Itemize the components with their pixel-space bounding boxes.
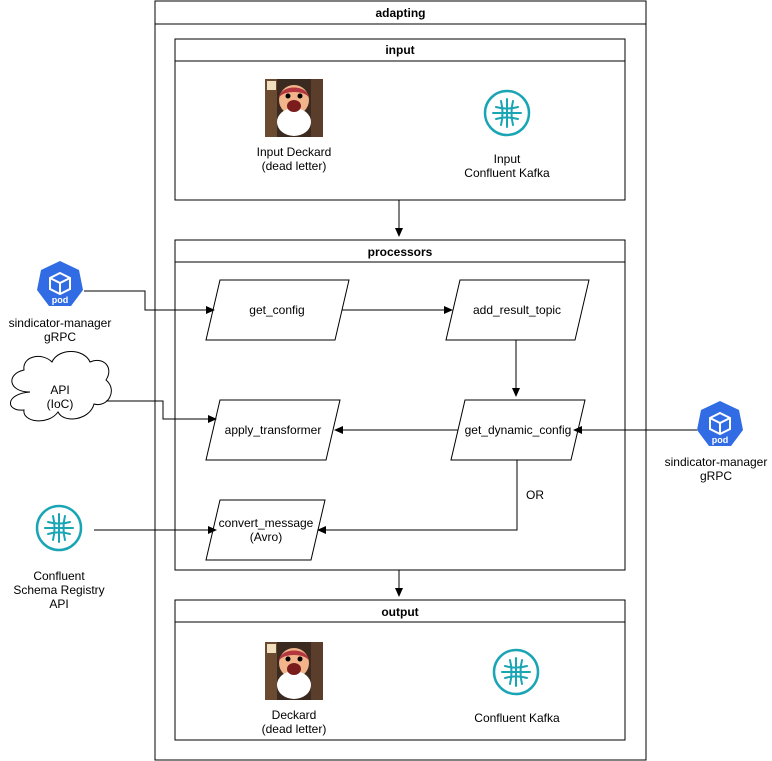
apply-transformer-node[interactable] <box>205 399 341 461</box>
schema-registry-kafka-icon <box>35 504 83 552</box>
input-kafka-line1: Input <box>493 152 521 166</box>
or-label: OR <box>526 488 544 502</box>
convert-message-label: convert_message (Avro) <box>206 516 326 544</box>
get-dynamic-config-label: get_dynamic_config <box>464 423 572 437</box>
schema-registry-label: Confluent Schema Registry API <box>0 569 118 611</box>
convert-message-line2: (Avro) <box>249 530 283 544</box>
manager-right-line1: sindicator-manager <box>664 455 768 469</box>
output-kafka-label: Confluent Kafka <box>474 711 560 725</box>
api-line2: (IoC) <box>46 397 74 411</box>
get-config-label: get_config <box>249 303 305 317</box>
convert-message-line1: convert_message <box>218 516 314 530</box>
output-deckard-label: Deckard (dead letter) <box>234 708 354 736</box>
get-config-node[interactable] <box>205 279 350 341</box>
manager-left-label: sindicator-manager gRPC <box>0 316 120 344</box>
add-result-topic-node[interactable] <box>445 279 590 341</box>
add-result-topic-label: add_result_topic <box>472 303 562 317</box>
output-title: output <box>381 605 419 619</box>
processors-title: processors <box>367 245 433 259</box>
registry-line2: Schema Registry <box>13 583 105 597</box>
api-cloud <box>10 351 112 422</box>
api-line1: API <box>50 383 70 397</box>
input-container <box>174 38 626 201</box>
api-cloud-label: API (IoC) <box>30 383 90 411</box>
pod-label-right: pod <box>712 435 729 445</box>
registry-line1: Confluent <box>33 569 85 583</box>
manager-left-line2: gRPC <box>43 330 76 344</box>
input-title: input <box>385 43 415 57</box>
deckard-avatar-icon <box>265 642 323 700</box>
input-deckard-line1: Input Deckard <box>256 145 332 159</box>
registry-line3: API <box>49 597 69 611</box>
get-dynamic-config-node[interactable] <box>450 399 586 461</box>
input-deckard-line2: (dead letter) <box>261 159 327 173</box>
input-deckard-label: Input Deckard (dead letter) <box>234 145 354 173</box>
apply-transformer-label: apply_transformer <box>224 423 322 437</box>
output-deckard-line1: Deckard <box>271 708 317 722</box>
output-container <box>174 599 626 741</box>
input-kafka-label: Input Confluent Kafka <box>447 152 567 180</box>
output-deckard-line2: (dead letter) <box>261 722 327 736</box>
connectors <box>84 200 697 597</box>
manager-left-line1: sindicator-manager <box>8 316 112 330</box>
input-kafka-line2: Confluent Kafka <box>464 166 550 180</box>
convert-message-node[interactable] <box>205 499 326 561</box>
deckard-avatar-icon <box>265 79 323 137</box>
pod-label-left: pod <box>52 295 69 305</box>
manager-right-label: sindicator-manager gRPC <box>660 455 772 483</box>
adapting-title: adapting <box>375 6 426 20</box>
manager-right-line2: gRPC <box>699 469 732 483</box>
